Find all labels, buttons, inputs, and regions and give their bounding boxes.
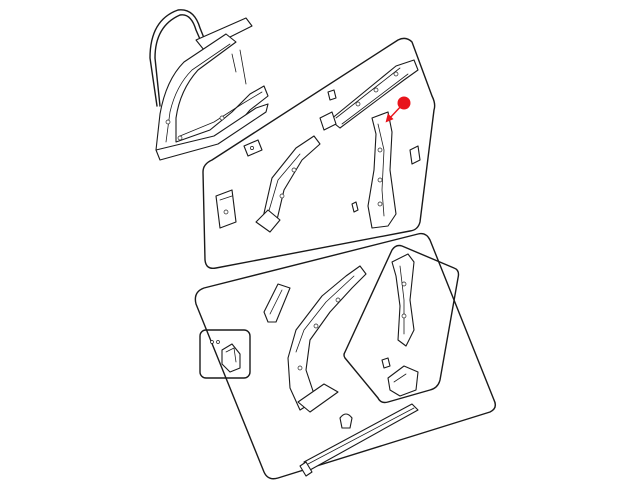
hinge-bracket-part <box>215 189 237 229</box>
inset-panel-outline <box>343 244 460 404</box>
a-pillar-reinforcement-part <box>255 135 321 233</box>
b-pillar-lower-bracket-part <box>381 357 419 397</box>
hinge-pillar-part <box>287 265 367 413</box>
callout-dot <box>397 96 411 110</box>
small-bracket-part <box>210 340 241 373</box>
lower-panel-outline <box>194 232 497 480</box>
b-pillar-reinforcement-part <box>391 253 415 347</box>
callout-marker <box>385 96 411 123</box>
clip-part-upper-2 <box>243 139 263 157</box>
bracket-inset-box <box>199 329 251 379</box>
upper-panel-outline <box>202 37 436 270</box>
rocker-sill-panel-part <box>299 403 419 477</box>
clip-part-upper-3 <box>351 201 359 213</box>
round-clip-part <box>339 413 353 429</box>
clip-part-upper-1 <box>327 89 337 101</box>
body-side-frame-assembly <box>149 9 269 161</box>
a-pillar-trim-strip-part <box>263 283 291 323</box>
clip-part-upper-4 <box>409 145 421 165</box>
roof-side-rail-part <box>319 59 419 131</box>
b-pillar-part <box>367 111 397 229</box>
